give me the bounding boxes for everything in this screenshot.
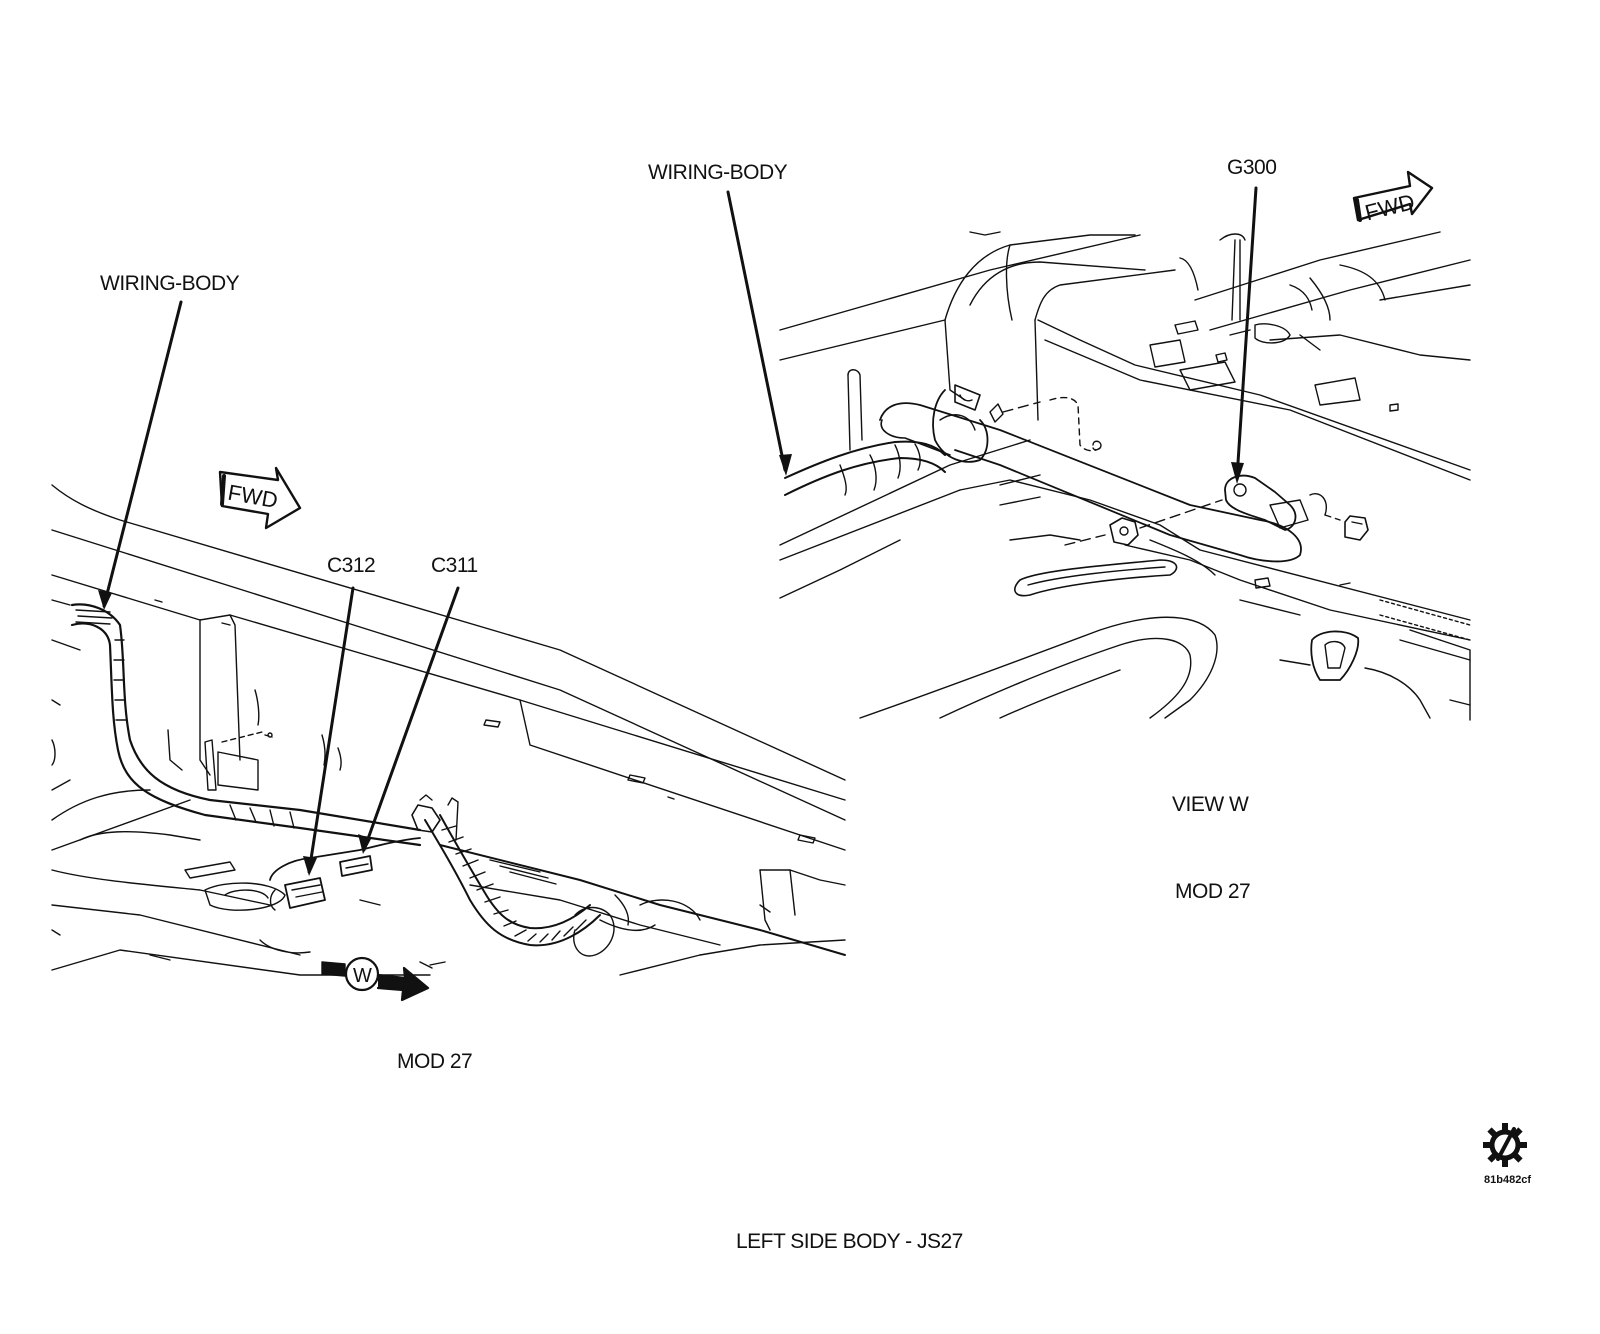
c311-label: C311 [431,554,478,577]
view-w-marker-text: W [353,965,372,987]
right-wiring-body-label: WIRING-BODY [648,161,788,184]
c312-label: C312 [327,554,376,577]
view-w-arrow-icon: W [321,956,433,1002]
left-wiring-body-label: WIRING-BODY [100,272,240,295]
right-forward-arrow-icon: FWD [1352,170,1434,225]
right-leaders [726,186,1258,480]
figure-title: LEFT SIDE BODY - JS27 [736,1230,963,1253]
image-code: 81b482cf [1484,1174,1532,1186]
right-module-label: MOD 27 [1175,880,1251,903]
gear-slash-icon [1483,1123,1527,1167]
g300-label: G300 [1227,156,1277,179]
view-w-label: VIEW W [1172,793,1249,816]
right-view-drawing [779,231,1471,721]
left-view-drawing [51,484,846,976]
left-module-label: MOD 27 [397,1050,473,1073]
left-leaders [102,300,460,874]
left-forward-arrow-icon: FWD [218,466,302,530]
